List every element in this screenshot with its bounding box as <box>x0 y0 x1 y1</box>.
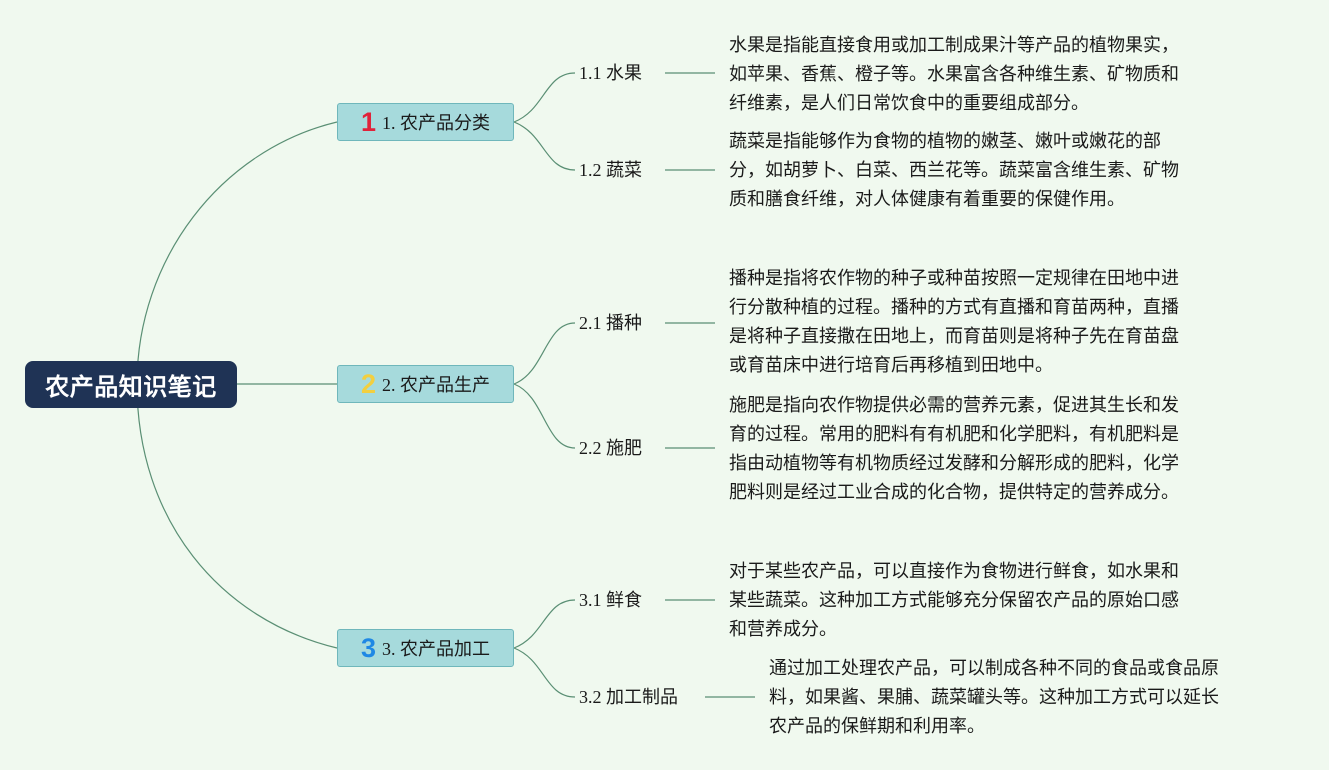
topic-note-3-1: 对于某些农产品，可以直接作为食物进行鲜食，如水果和 某些蔬菜。这种加工方式能够充… <box>729 557 1179 644</box>
connector-branch-1-child-2 <box>513 121 576 171</box>
note-line: 播种是指将农作物的种子或种苗按照一定规律在田地中进 <box>729 268 1179 289</box>
note-line: 蔬菜是指能够作为食物的植物的嫩茎、嫩叶或嫩花的部 <box>729 131 1161 152</box>
note-line: 料，如果酱、果脯、蔬菜罐头等。这种加工方式可以延长 <box>769 687 1219 708</box>
topic-note-1-1: 水果是指能直接食用或加工制成果汁等产品的植物果实， 如苹果、香蕉、橙子等。水果富… <box>729 31 1179 118</box>
topic-node-3-2[interactable]: 3.2 加工制品 <box>579 687 678 707</box>
topic-node-1-1[interactable]: 1.1 水果 <box>579 63 642 83</box>
note-line: 水果是指能直接食用或加工制成果汁等产品的植物果实， <box>729 35 1179 56</box>
connector-branch-2-child-2 <box>513 383 576 449</box>
topic-note-2-2: 施肥是指向农作物提供必需的营养元素，促进其生长和发 育的过程。常用的肥料有有机肥… <box>729 391 1179 507</box>
connector-root-branch-1 <box>136 121 338 385</box>
note-line: 质和膳食纤维，对人体健康有着重要的保健作用。 <box>729 189 1125 210</box>
note-line: 某些蔬菜。这种加工方式能够充分保留农产品的原始口感 <box>729 590 1179 611</box>
number-1-icon: 1 <box>360 106 377 137</box>
topic-note-2-1: 播种是指将农作物的种子或种苗按照一定规律在田地中进 行分散种植的过程。播种的方式… <box>729 264 1179 380</box>
branch-node-2[interactable]: 2 2. 农产品生产 <box>337 365 514 403</box>
topic-node-2-2[interactable]: 2.2 施肥 <box>579 438 642 458</box>
note-line: 如苹果、香蕉、橙子等。水果富含各种维生素、矿物质和 <box>729 64 1179 85</box>
note-line: 纤维素，是人们日常饮食中的重要组成部分。 <box>729 93 1089 114</box>
topic-note-1-2: 蔬菜是指能够作为食物的植物的嫩茎、嫩叶或嫩花的部 分，如胡萝卜、白菜、西兰花等。… <box>729 127 1179 214</box>
note-line: 或育苗床中进行培育后再移植到田地中。 <box>729 355 1053 376</box>
topic-node-1-2[interactable]: 1.2 蔬菜 <box>579 160 642 180</box>
note-line: 分，如胡萝卜、白菜、西兰花等。蔬菜富含维生素、矿物 <box>729 160 1179 181</box>
note-line: 农产品的保鲜期和利用率。 <box>769 716 985 737</box>
root-node[interactable]: 农产品知识笔记 <box>25 361 237 408</box>
number-2-icon: 2 <box>360 368 377 399</box>
note-line: 行分散种植的过程。播种的方式有直播和育苗两种，直播 <box>729 297 1179 318</box>
note-line: 指由动植物等有机物质经过发酵和分解形成的肥料，化学 <box>729 453 1179 474</box>
branch-node-3[interactable]: 3 3. 农产品加工 <box>337 629 514 667</box>
note-line: 对于某些农产品，可以直接作为食物进行鲜食，如水果和 <box>729 561 1179 582</box>
note-line: 是将种子直接撒在田地上，而育苗则是将种子先在育苗盘 <box>729 326 1179 347</box>
branch-label: 2. 农产品生产 <box>382 375 491 395</box>
topic-node-3-1[interactable]: 3.1 鲜食 <box>579 590 642 610</box>
branch-label: 3. 农产品加工 <box>382 639 491 659</box>
topic-node-2-1[interactable]: 2.1 播种 <box>579 313 642 333</box>
note-line: 施肥是指向农作物提供必需的营养元素，促进其生长和发 <box>729 395 1179 416</box>
connector-branch-1-child-1 <box>513 72 576 123</box>
branch-label: 1. 农产品分类 <box>382 113 491 133</box>
note-line: 育的过程。常用的肥料有有机肥和化学肥料，有机肥料是 <box>729 424 1179 445</box>
branch-node-1[interactable]: 1 1. 农产品分类 <box>337 103 514 141</box>
topic-note-3-2: 通过加工处理农产品，可以制成各种不同的食品或食品原 料，如果酱、果脯、蔬菜罐头等… <box>769 654 1219 741</box>
note-line: 和营养成分。 <box>729 619 837 640</box>
connector-branch-3-child-1 <box>513 599 576 649</box>
number-3-icon: 3 <box>360 632 377 663</box>
note-line: 肥料则是经过工业合成的化合物，提供特定的营养成分。 <box>729 482 1179 503</box>
connector-root-branch-3 <box>136 383 338 649</box>
connector-branch-3-child-2 <box>513 647 576 698</box>
note-line: 通过加工处理农产品，可以制成各种不同的食品或食品原 <box>769 658 1219 679</box>
connector-branch-2-child-1 <box>513 322 576 385</box>
